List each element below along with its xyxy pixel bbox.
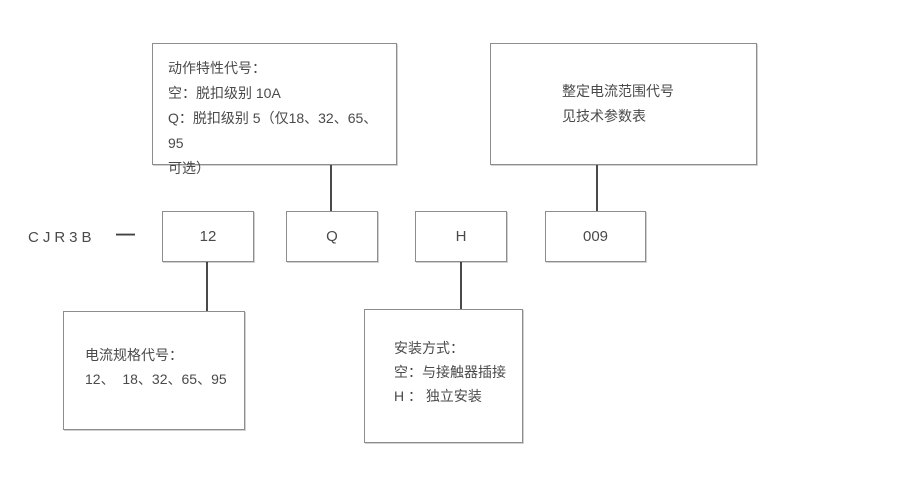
action-characteristic-line: 动作特性代号： — [168, 60, 266, 76]
code-box-current-spec-label: 12 — [199, 228, 217, 245]
model-prefix-label: CJR3B — [28, 229, 96, 246]
connector-current-spec — [206, 262, 208, 311]
mounting-mode-box: 安装方式： 空：与接触器插接 H ： 独立安装 — [364, 309, 523, 443]
connector-action-characteristic — [330, 165, 332, 211]
connector-mounting-mode — [460, 262, 462, 309]
action-characteristic-line: Q：脱扣级别 5（仅18、32、65、95 — [168, 110, 378, 151]
code-box-trip-class: Q — [286, 211, 378, 262]
setting-current-range-line: 整定电流范围代号 — [562, 83, 674, 99]
mounting-mode-line: 空：与接触器插接 — [394, 364, 506, 380]
current-spec-line: 电流规格代号： — [85, 347, 183, 363]
action-characteristic-line: 空：脱扣级别 10A — [168, 85, 281, 101]
current-spec-line: 12、 18、32、65、95 — [85, 371, 227, 387]
setting-current-range-line: 见技术参数表 — [562, 108, 646, 124]
code-box-trip-class-label: Q — [326, 228, 338, 245]
code-box-current-spec: 12 — [162, 211, 254, 262]
setting-current-range-box: 整定电流范围代号 见技术参数表 — [490, 43, 757, 165]
action-characteristic-box: 动作特性代号： 空：脱扣级别 10A Q：脱扣级别 5（仅18、32、65、95… — [152, 43, 397, 176]
code-box-mounting-label: H — [455, 228, 467, 245]
action-characteristic-line: 可选） — [168, 160, 210, 176]
mounting-mode-line: H ： 独立安装 — [394, 388, 482, 404]
mounting-mode-line: 安装方式： — [394, 340, 464, 356]
code-box-mounting: H — [415, 211, 507, 262]
current-spec-box: 电流规格代号： 12、 18、32、65、95 — [63, 311, 245, 430]
code-box-current-range: 009 — [545, 211, 646, 262]
connector-setting-current-range — [596, 165, 598, 211]
code-box-current-range-label: 009 — [582, 228, 609, 245]
model-separator-dash: — — [116, 224, 135, 245]
